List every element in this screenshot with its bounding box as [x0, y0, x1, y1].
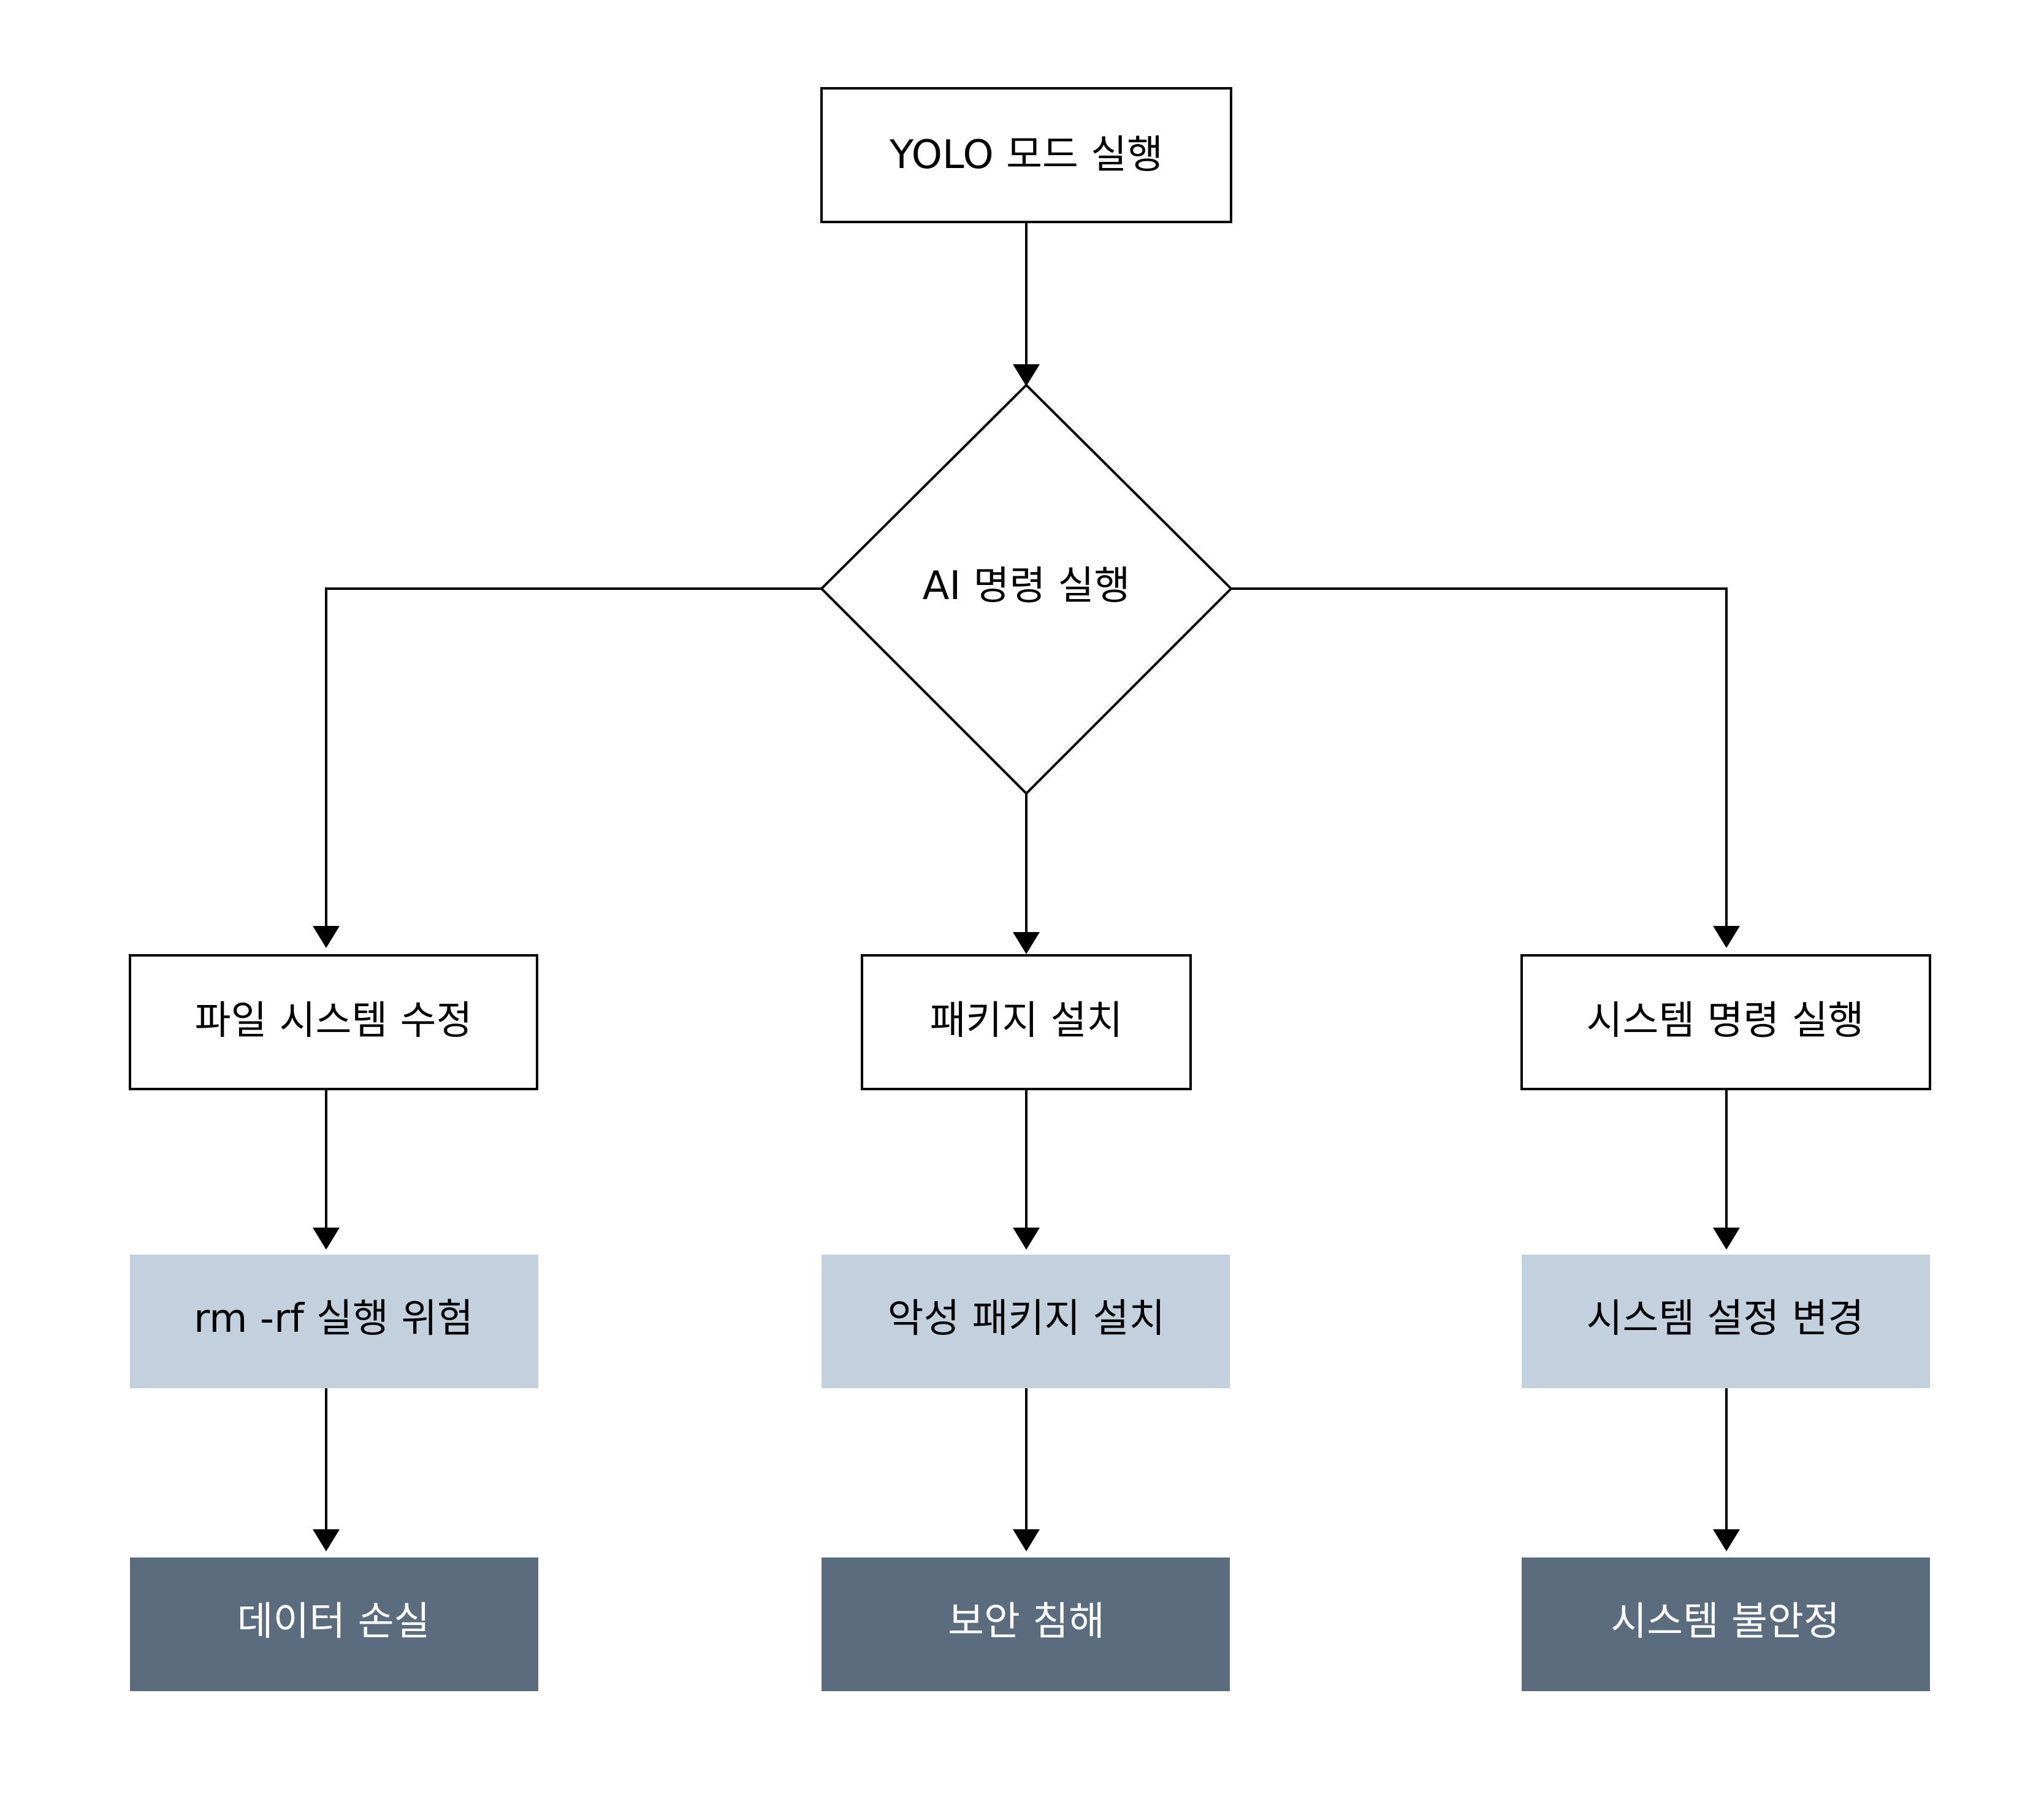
branch-2-action-box: [861, 954, 1192, 1090]
branch-2-risk-box: [822, 1255, 1230, 1388]
connectors: [313, 222, 1740, 1551]
branch-1-outcome-label: 데이터 손실: [237, 1599, 430, 1645]
branch-3-outcome-label: 시스템 불안정: [1611, 1599, 1840, 1645]
branch-3-outcome-box: [1522, 1557, 1930, 1691]
branch-3-risk-box: [1522, 1255, 1930, 1388]
branch-2: 패키지 설치 악성 패키지 설치 보안 침해: [822, 954, 1230, 1691]
branch-3: 시스템 명령 실행 시스템 설정 변경 시스템 불안정: [1520, 954, 1931, 1691]
branch-1-risk-label: rm -rf 실행 위험: [194, 1296, 473, 1342]
branch-2-risk-label: 악성 패키지 설치: [888, 1296, 1165, 1342]
arrowhead-branch-1-risk: [313, 1228, 340, 1250]
branch-3-risk-label: 시스템 설정 변경: [1587, 1296, 1864, 1342]
arrowhead-branch-2-outcome: [1013, 1529, 1040, 1551]
branch-1-action-box: [129, 954, 538, 1090]
decision-node: AI 명령 실행: [820, 383, 1233, 795]
start-node-label: YOLO 모드 실행: [889, 132, 1163, 178]
arrowhead-branch-2-action: [1013, 932, 1040, 954]
branch-1-action-label: 파일 시스템 수정: [195, 998, 473, 1044]
arrowhead-branch-2-risk: [1013, 1228, 1040, 1250]
arrowhead-decision: [1013, 364, 1040, 386]
arrowhead-branch-1-outcome: [313, 1529, 340, 1551]
branch-1-risk-box: [130, 1255, 538, 1388]
arrowhead-branch-3-outcome: [1713, 1529, 1740, 1551]
arrowhead-branch-3-action: [1713, 926, 1740, 948]
connector-decision-to-branch-3: [1231, 587, 1728, 926]
arrowhead-branch-3-risk: [1713, 1228, 1740, 1250]
branch-1: 파일 시스템 수정 rm -rf 실행 위험 데이터 손실: [129, 954, 538, 1691]
branch-2-outcome-box: [822, 1557, 1230, 1691]
branch-3-action-label: 시스템 명령 실행: [1587, 998, 1864, 1044]
start-node: YOLO 모드 실행: [820, 87, 1232, 223]
connector-decision-to-branch-1: [325, 587, 822, 926]
branch-2-action-label: 패키지 설치: [930, 998, 1123, 1044]
branch-1-outcome-box: [130, 1557, 538, 1691]
arrowhead-branch-1-action: [313, 926, 340, 948]
branch-3-action-box: [1520, 954, 1931, 1090]
decision-node-label: AI 명령 실행: [923, 564, 1131, 609]
branch-2-outcome-label: 보안 침해: [948, 1599, 1105, 1645]
